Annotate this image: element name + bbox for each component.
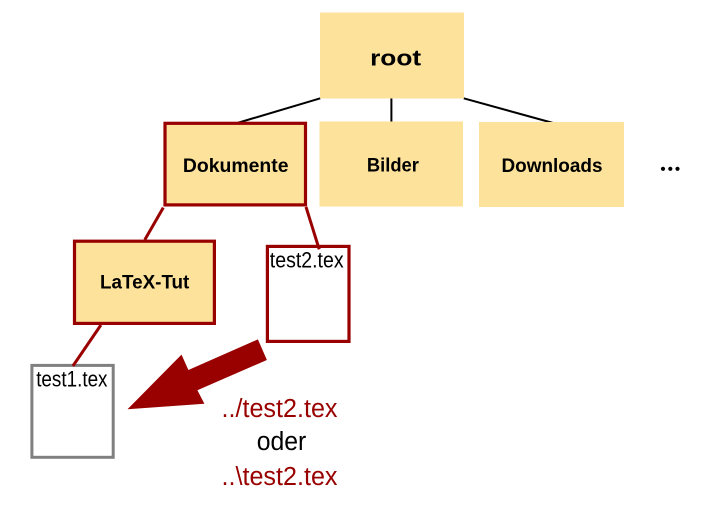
svg-text:..\test2.tex: ..\test2.tex	[222, 463, 338, 491]
svg-text:root: root	[370, 46, 421, 71]
svg-text:test1.tex: test1.tex	[36, 366, 107, 391]
svg-text:Dokumente: Dokumente	[183, 155, 289, 177]
svg-text:oder: oder	[257, 428, 307, 456]
svg-text:../test2.tex: ../test2.tex	[222, 395, 338, 423]
svg-text:test2.tex: test2.tex	[270, 248, 344, 273]
svg-text:Bilder: Bilder	[367, 155, 419, 177]
svg-text:LaTeX-Tut: LaTeX-Tut	[100, 271, 190, 293]
svg-text:Downloads: Downloads	[502, 155, 603, 177]
